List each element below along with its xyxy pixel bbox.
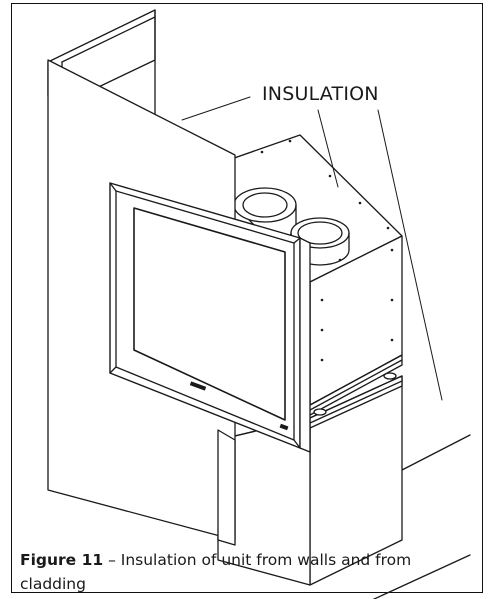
- caption-separator: –: [103, 551, 121, 569]
- insulation-leader-lines: [181, 96, 443, 401]
- adjustable-feet: [313, 372, 397, 416]
- cladding-box: [217, 375, 403, 586]
- insulation-label: INSULATION: [262, 83, 379, 105]
- wall-base-line: [401, 434, 471, 471]
- wall-corner-line: [372, 554, 471, 599]
- lower-wall-piece: [217, 429, 236, 546]
- figure-number: Figure 11: [20, 551, 104, 569]
- figure-caption: Figure 11 – Insulation of unit from wall…: [20, 548, 476, 596]
- caption-text: Insulation of unit from walls and from c…: [20, 551, 412, 593]
- fireplace-door: [109, 182, 311, 453]
